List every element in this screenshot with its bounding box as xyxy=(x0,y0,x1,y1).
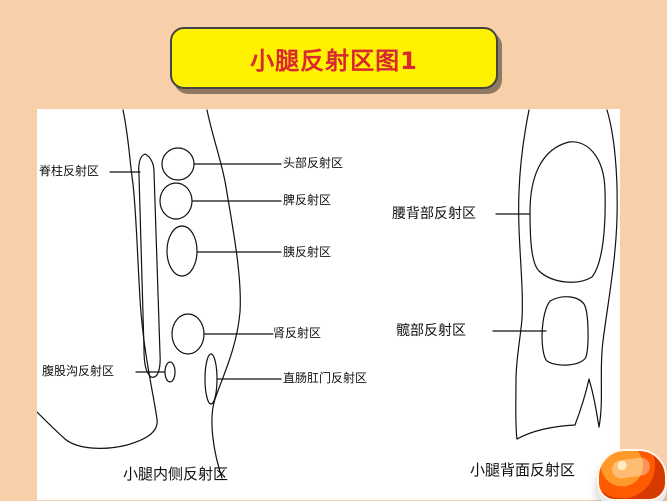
rectum-anus-label: 直肠肛门反射区 xyxy=(283,371,368,385)
leg-reflex-svg xyxy=(37,109,618,479)
spleen-zone xyxy=(159,182,193,220)
rectum-anus-zone xyxy=(204,353,218,405)
lumbar-back-zone xyxy=(529,141,606,283)
right-leg-outline xyxy=(515,109,530,440)
kidney-zone xyxy=(171,313,205,355)
head-label: 头部反射区 xyxy=(283,156,344,170)
pancreas-label: 胰反射区 xyxy=(283,245,332,259)
left-leg-outline xyxy=(37,109,158,449)
diagram-panel: 脊柱反射区 头部反射区 脾反射区 胰反射区 肾反射区 腹股沟反射区 直肠肛门反射… xyxy=(37,109,620,500)
groin-label: 腹股沟反射区 xyxy=(42,364,115,378)
left-leg-front-outline xyxy=(206,109,241,479)
head-zone xyxy=(161,147,195,181)
page-title: 小腿反射区图1 xyxy=(250,46,418,75)
spleen-label: 脾反射区 xyxy=(283,193,332,207)
spine-zone xyxy=(138,153,161,378)
left-diagram-caption: 小腿内侧反射区 xyxy=(123,465,229,483)
hip-label: 髋部反射区 xyxy=(396,323,466,339)
lumbar-back-label: 腰背部反射区 xyxy=(392,206,476,222)
spine-label: 脊柱反射区 xyxy=(39,164,100,178)
page-title-box: 小腿反射区图1 xyxy=(170,27,498,89)
right-diagram-caption: 小腿背面反射区 xyxy=(470,461,576,479)
right-foot-outline xyxy=(516,378,600,440)
right-leg-inner-outline xyxy=(598,109,618,428)
hip-zone xyxy=(541,296,589,366)
kidney-label: 肾反射区 xyxy=(273,326,322,340)
pancreas-zone xyxy=(166,225,198,277)
orange-button-icon xyxy=(597,449,667,501)
groin-zone xyxy=(164,361,176,383)
